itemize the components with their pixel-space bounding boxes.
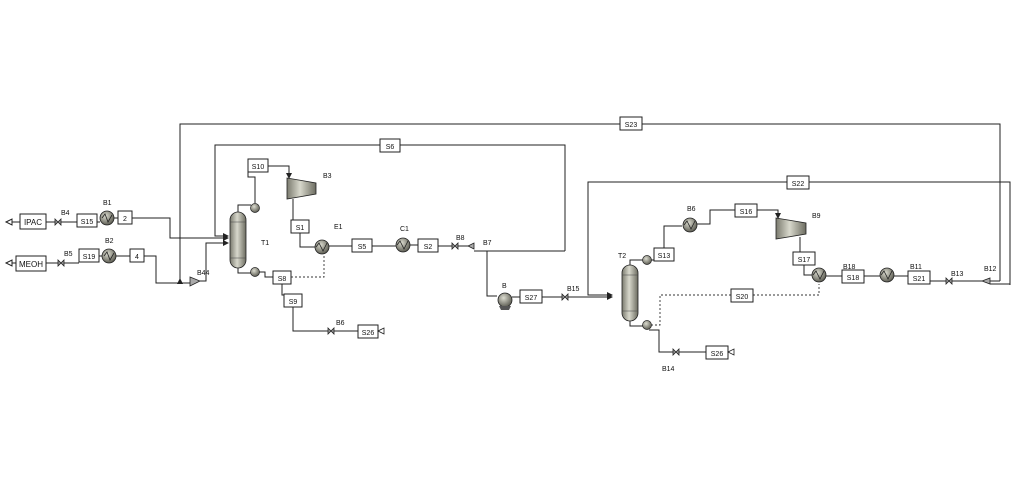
stream-s26a-box[interactable] [357,324,379,339]
compressor-b3-label: B3 [323,173,332,180]
valve-b15-label: B15 [567,286,580,293]
stream-s18-label: S18 [847,275,860,282]
heater-b1[interactable]: B1 [99,200,115,226]
valve-b8-label: B8 [456,235,465,242]
stream-s21-box[interactable] [907,270,931,285]
mixer-b44[interactable]: B44 [189,270,210,287]
heater-b11-label: B11 [910,264,922,271]
heater-b6[interactable]: B6 [682,206,698,233]
stream-s16-label: S16 [740,209,753,216]
stream-s22-box[interactable] [786,175,810,190]
product-arrow-icon [377,327,385,335]
exchanger-b18-label: B18 [843,264,856,271]
valve-b15[interactable]: B15 [561,286,580,301]
condenser-t1-icon [250,203,260,213]
heater-b6-label: B6 [687,206,696,213]
exchanger-e1[interactable]: E1 [314,224,343,255]
valve-b8[interactable]: B8 [451,235,465,250]
stream-s15-box[interactable] [76,213,98,228]
column-t1[interactable]: T1 [229,211,269,269]
compressor-b3[interactable]: B3 [286,173,332,200]
heater-b2-label: B2 [105,238,114,245]
pump-b-label: B [502,283,507,290]
valve-b4-label: B4 [61,210,70,217]
feed-arrow-icon [4,218,13,226]
stream-s6-label: S6 [386,144,395,151]
feed-arrow-icon [4,259,13,267]
valve-b13-label: B13 [951,271,964,278]
stream-s21-label: S21 [913,276,926,283]
column-t2-label: T2 [618,253,626,260]
stream-s1-label: S1 [296,225,305,232]
stream-s20-box[interactable] [730,288,754,303]
valve-b5-label: B5 [64,251,73,258]
valve-b13[interactable]: B13 [945,271,964,285]
stream-s26a-label: S26 [362,330,375,337]
valve-b5[interactable]: B5 [57,251,73,267]
heater-b2[interactable]: B2 [101,238,117,264]
valve-b6-bottom-label: B6 [336,320,345,327]
stream-s10-label: S10 [252,164,265,171]
cooler-c1-label: C1 [400,226,409,233]
stream-s26b-label: S26 [711,351,724,358]
stream-s23-box[interactable] [619,116,643,131]
stream-s19-label: S19 [83,254,96,261]
splitter-b12-label: B12 [984,266,997,273]
heater-b11[interactable]: B11 [879,264,922,283]
heater-b1-label: B1 [103,200,112,207]
product-arrow-icon [727,348,735,356]
stream-s9-label: S9 [289,299,298,306]
compressor-b9-label: B9 [812,213,821,220]
reboiler-t1-icon [250,267,260,277]
stream-s23-label: S23 [625,122,638,129]
valve-b4[interactable]: B4 [54,210,70,226]
stream-2-label: 2 [123,216,127,223]
stream-4-label: 4 [135,254,139,261]
exchanger-e1-label: E1 [334,224,343,231]
pump-b[interactable]: B [497,283,513,310]
stream-s27-label: S27 [525,295,538,302]
stream-s5-label: S5 [358,244,367,251]
valve-b14[interactable]: B14 [662,348,680,373]
exchanger-b18[interactable]: B18 [811,264,856,283]
column-t2[interactable]: T2 [618,253,639,322]
stream-s22-label: S22 [792,181,805,188]
feed-ipac[interactable]: IPAC [4,213,47,230]
stream-s8-label: S8 [278,276,287,283]
compressor-b9[interactable]: B9 [775,213,821,240]
splitter-b7[interactable]: B7 [467,240,492,250]
stream-s13-label: S13 [658,253,671,260]
splitter-b7-label: B7 [483,240,492,247]
condenser-t2-icon [642,255,652,265]
stream-s26b-box[interactable] [705,345,729,360]
stream-s15-label: S15 [81,219,94,226]
feed-meoh[interactable]: MEOH [4,255,47,272]
feed-meoh-label: MEOH [19,260,43,269]
valve-b14-label: B14 [662,366,675,373]
stream-s17-label: S17 [798,257,811,264]
valve-b6-bottom[interactable]: B6 [327,320,345,335]
stream-s2-label: S2 [424,244,433,251]
stream-s20-label: S20 [736,294,749,301]
column-t1-label: T1 [261,240,269,247]
cooler-c1[interactable]: C1 [395,226,411,253]
stream-s6-box[interactable] [379,138,401,153]
feed-ipac-label: IPAC [24,218,42,227]
mixer-b44-label: B44 [197,270,210,277]
reboiler-t2-icon [642,320,652,330]
